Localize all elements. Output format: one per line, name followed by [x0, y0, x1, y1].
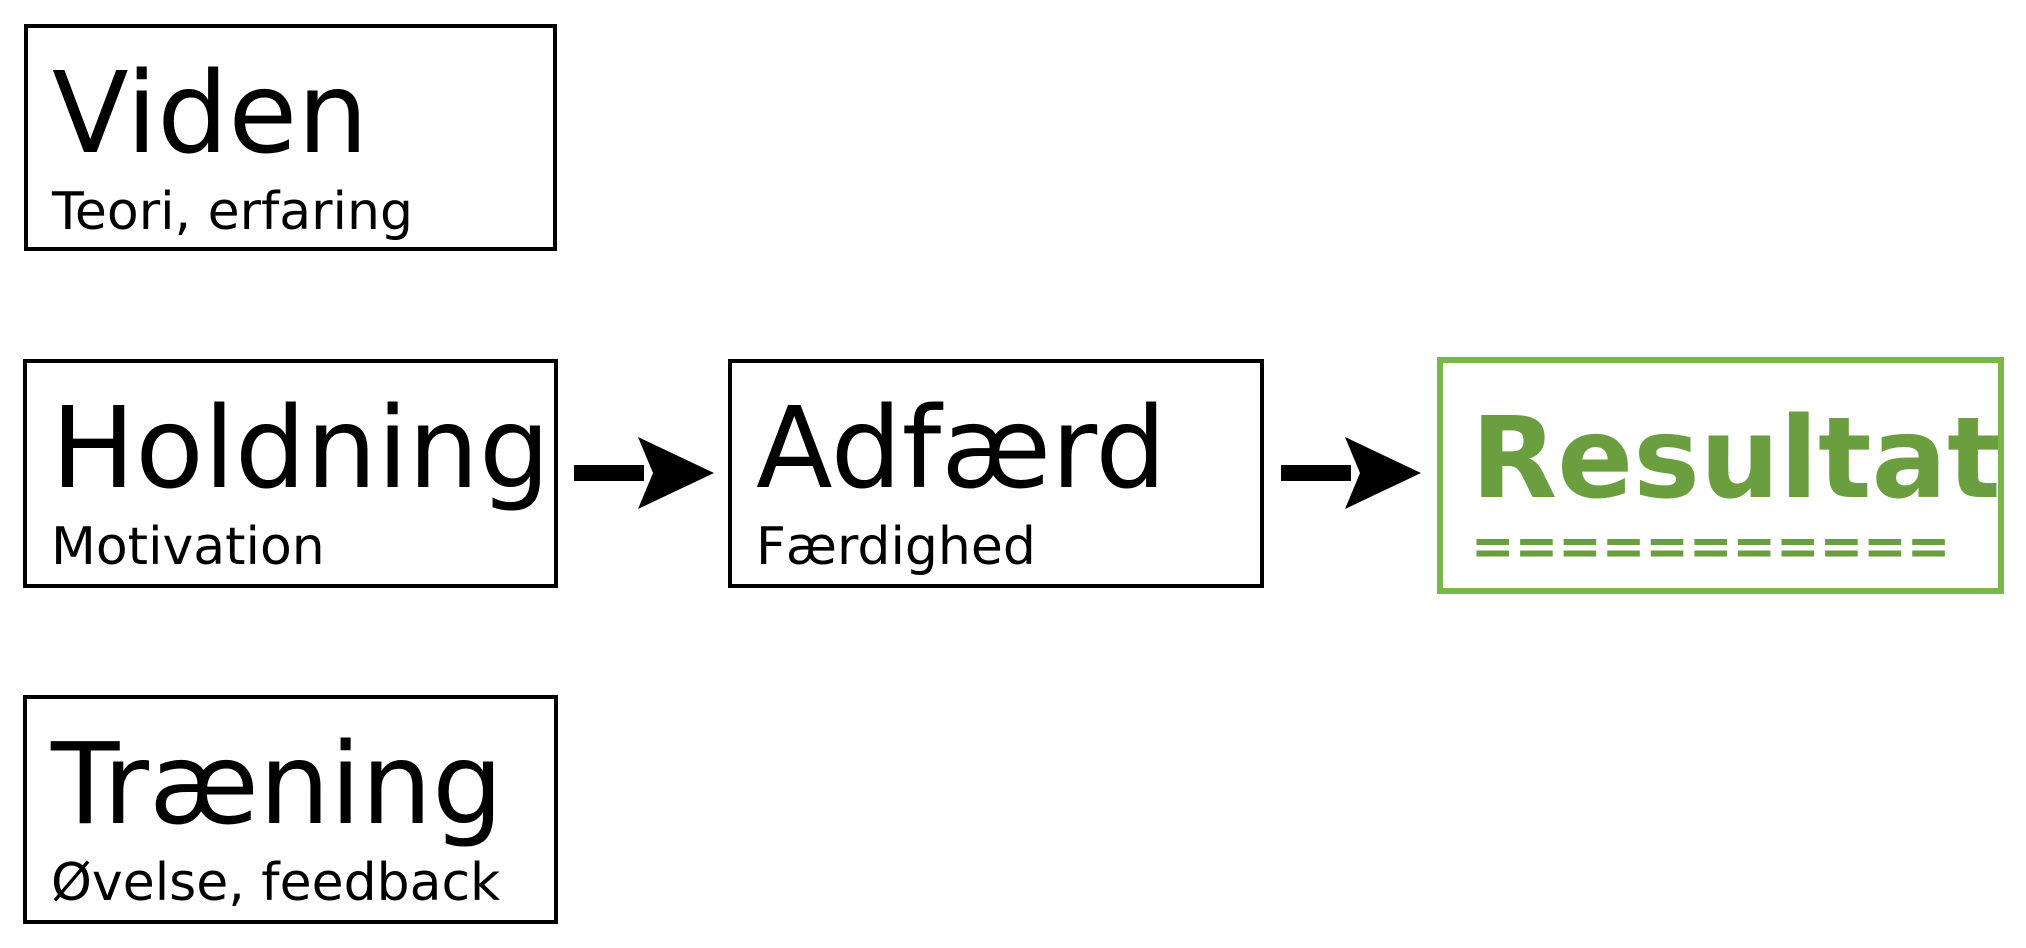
- node-viden: Viden Teori, erfaring: [24, 24, 557, 251]
- node-adfaerd-subtitle: Færdighed: [756, 517, 1036, 577]
- node-viden-subtitle: Teori, erfaring: [52, 182, 413, 242]
- node-holdning: Holdning Motivation: [23, 359, 558, 588]
- node-holdning-subtitle: Motivation: [51, 517, 325, 577]
- node-traening-title: Træning: [51, 720, 504, 850]
- node-traening: Træning Øvelse, feedback: [23, 695, 558, 924]
- arrow-holdning-to-adfaerd: [574, 437, 714, 509]
- node-resultat-title: Resultat: [1471, 394, 2001, 524]
- node-holdning-title: Holdning: [51, 384, 551, 514]
- arrow-adfaerd-to-resultat: [1281, 437, 1421, 509]
- node-resultat-underline: ===========: [1471, 517, 1951, 577]
- node-adfaerd-title: Adfærd: [756, 384, 1167, 514]
- node-viden-title: Viden: [52, 49, 369, 179]
- node-resultat: Resultat ===========: [1437, 357, 2004, 594]
- node-adfaerd: Adfærd Færdighed: [728, 359, 1264, 588]
- node-traening-subtitle: Øvelse, feedback: [51, 853, 501, 913]
